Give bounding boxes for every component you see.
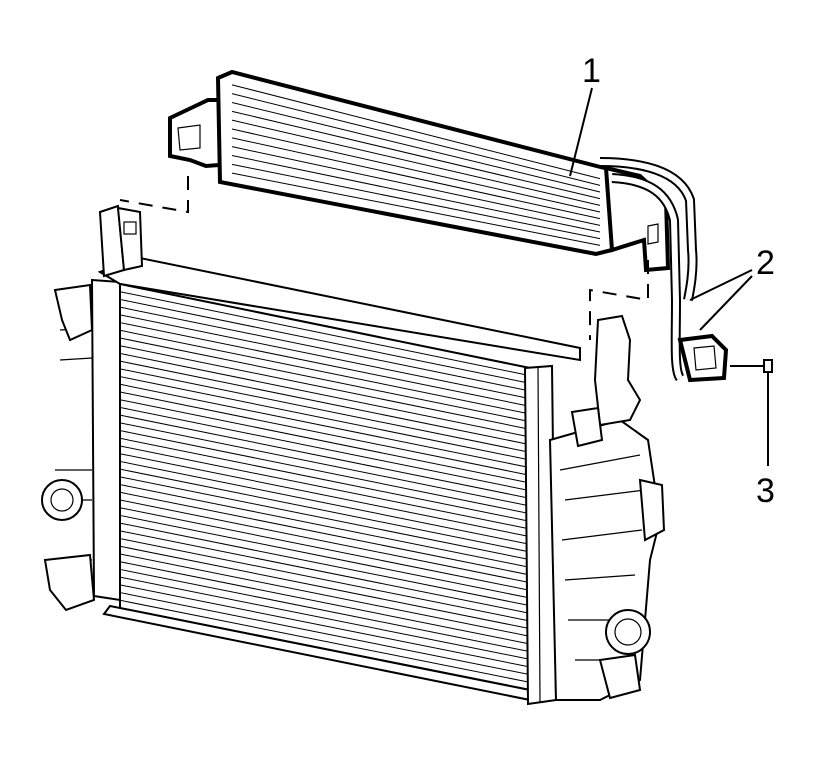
radiator-fin [119, 368, 531, 453]
radiator-fin [119, 414, 531, 499]
leader-line-2b [699, 275, 753, 331]
radiator-fin [119, 298, 531, 384]
radiator-core-fins [119, 291, 531, 683]
radiator-fin [119, 561, 531, 645]
radiator-fin [119, 360, 531, 446]
radiator-fin [119, 306, 531, 392]
callout-2: 2 [756, 244, 775, 282]
radiator-fin [119, 584, 531, 668]
radiator-fin [119, 453, 531, 538]
outlet-neck [605, 609, 651, 655]
cooler-fin [231, 146, 601, 226]
right-side-bracket [638, 478, 666, 542]
radiator-fin [119, 568, 531, 653]
radiator-fin [119, 468, 531, 553]
bolt [730, 359, 773, 373]
radiator-fin [119, 499, 531, 584]
cooler-lines [599, 157, 729, 383]
right-mount-bracket-upper [593, 314, 642, 427]
radiator-fin [119, 376, 531, 461]
radiator-fin [119, 437, 531, 522]
radiator-fin [119, 538, 531, 622]
left-mount-bracket-upper [53, 283, 94, 342]
cooler-fin [231, 110, 601, 200]
oil-cooler-fins [231, 84, 601, 246]
cooler-fin [231, 163, 601, 240]
cooler-fin [231, 119, 601, 206]
left-inlet-neck [41, 479, 83, 521]
cooler-fin [231, 102, 601, 193]
radiator-fin [119, 337, 531, 423]
radiator-fin [119, 352, 531, 438]
radiator-fin [119, 345, 531, 430]
oil-cooler [168, 69, 671, 273]
radiator-fin [119, 553, 531, 637]
radiator-fin [119, 576, 531, 660]
radiator-fin [119, 399, 531, 484]
radiator-fin [119, 460, 531, 545]
radiator-fin [119, 391, 531, 476]
radiator-fin [119, 422, 531, 507]
radiator-fin [119, 599, 531, 683]
radiator-left-tank [90, 278, 121, 602]
cooler-fin [231, 172, 601, 246]
radiator-fin [119, 314, 531, 400]
cooler-fin [231, 155, 601, 233]
alignment-guides [119, 176, 649, 340]
radiator-assembly [41, 204, 666, 706]
radiator-fin [119, 514, 531, 599]
radiator-fin [119, 329, 531, 415]
radiator-fin [119, 507, 531, 591]
leader-line-1 [569, 87, 593, 177]
radiator-fin [119, 383, 531, 469]
radiator-fin [119, 522, 531, 607]
lower-right-bracket [598, 653, 642, 700]
callout-1: 1 [582, 52, 601, 90]
cooler-fin [231, 137, 601, 220]
callout-3: 3 [756, 472, 775, 510]
cooler-line-bracket [677, 333, 729, 383]
cooler-fin [231, 84, 601, 180]
bolt-head [763, 359, 773, 373]
cooler-fin [231, 93, 601, 186]
radiator-fin [119, 476, 531, 561]
leader-line-2a [689, 269, 753, 301]
radiator-fin [119, 291, 531, 377]
radiator-fin [119, 445, 531, 530]
cooler-fin [231, 128, 601, 213]
radiator-fin [119, 406, 531, 492]
radiator-fin [119, 322, 531, 407]
radiator-fin [119, 545, 531, 630]
radiator-fin [119, 592, 531, 676]
leader-lines [569, 87, 769, 466]
left-mount-bracket-lower [43, 553, 96, 612]
radiator-fin [119, 484, 531, 568]
radiator-fin [119, 491, 531, 576]
right-side-pipe [570, 406, 604, 448]
radiator-fin [119, 530, 531, 614]
radiator-fin [119, 430, 531, 515]
